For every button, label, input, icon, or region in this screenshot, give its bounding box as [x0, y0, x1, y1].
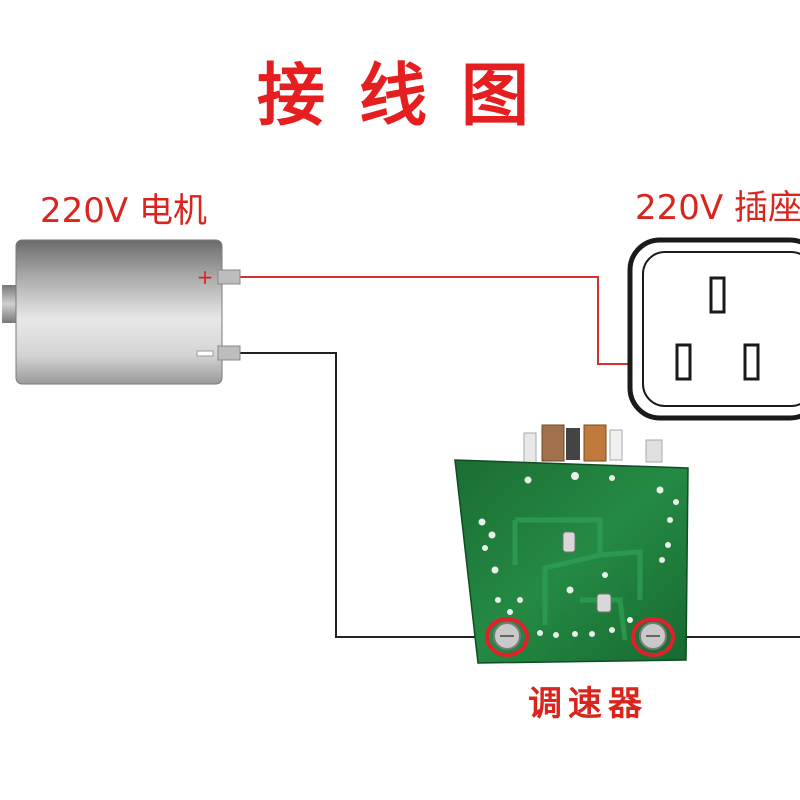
terminal-highlight-left	[485, 617, 529, 657]
black-wire	[238, 352, 498, 638]
diagram-title: 接线图	[256, 56, 563, 136]
motor: +	[2, 239, 241, 385]
pcb-pads	[478, 472, 679, 638]
pcb-component	[596, 593, 612, 613]
socket-slot-right	[743, 343, 760, 381]
socket	[627, 237, 800, 421]
motor-label: 220V 电机	[40, 191, 207, 231]
pcb-component	[562, 531, 576, 553]
socket-inner	[642, 251, 800, 407]
regulator-component	[583, 424, 607, 462]
socket-slot-left	[675, 343, 692, 381]
motor-shaft	[2, 285, 18, 323]
motor-plus-sign: +	[197, 265, 214, 289]
regulator-label: 调速器	[528, 684, 648, 724]
motor-minus-sign	[196, 350, 214, 357]
terminal-highlight-right	[631, 617, 675, 657]
regulator-component	[645, 439, 663, 463]
pcb-traces	[512, 517, 643, 641]
motor-terminal-minus	[217, 345, 241, 361]
motor-body	[15, 239, 223, 385]
motor-terminal-plus	[217, 269, 241, 285]
regulator-component	[523, 432, 537, 464]
regulator-component	[609, 429, 623, 461]
socket-label: 220V 插座	[635, 188, 800, 228]
socket-slot-top	[709, 276, 726, 314]
regulator-component	[541, 424, 565, 462]
red-wire	[238, 276, 680, 365]
speed-regulator	[454, 424, 689, 664]
regulator-component	[566, 428, 580, 460]
